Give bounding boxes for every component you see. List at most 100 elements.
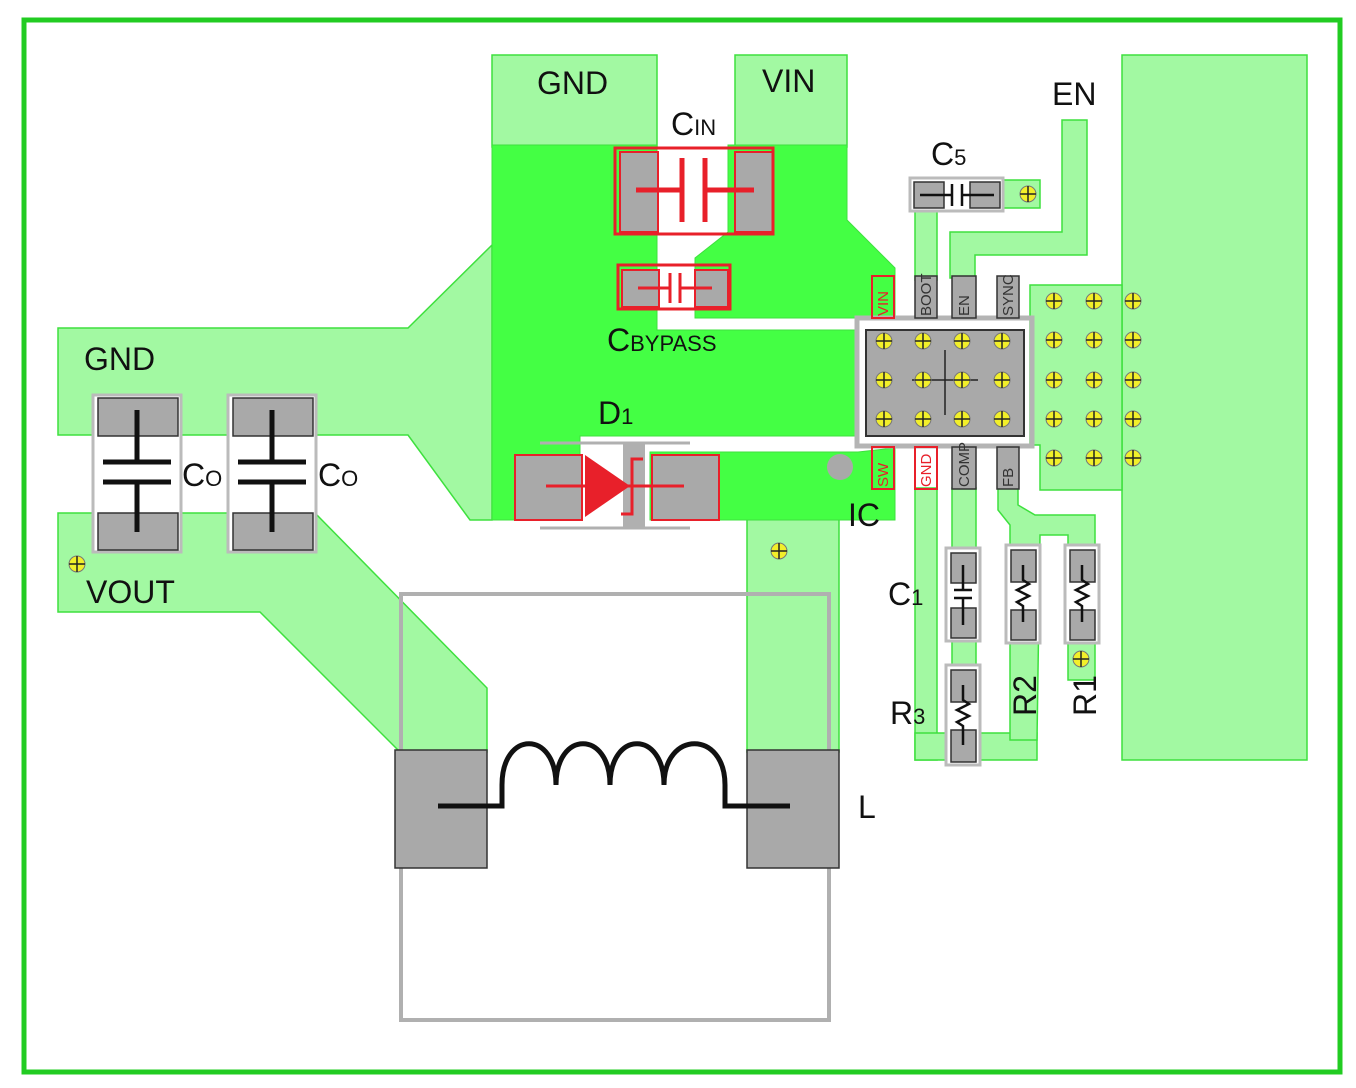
via-icon [875,371,893,389]
via-icon [875,410,893,428]
via-icon [914,332,932,350]
ic-pins-top: VIN BOOT EN SYNC [871,273,1020,319]
resistor-symbol-icon [954,685,972,745]
via-icon [1085,371,1103,389]
via-icon [1124,410,1142,428]
silkscreen-labels: GND VIN EN CIN C5 CBYPASS D1 GND CO CO V… [84,63,1103,825]
gnd-input-pad [491,54,658,148]
pin-label-en: EN [956,295,973,316]
label-r2: R2 [1007,675,1043,716]
inductor-coil-icon [438,741,790,809]
via-icon [1085,410,1103,428]
pin-label-boot: BOOT [918,273,935,316]
via-icon [1124,449,1142,467]
label-ic: IC [848,497,880,533]
via-icon [1045,331,1063,349]
d1-diode[interactable] [514,441,720,530]
light-copper-traces [57,54,1308,761]
via-icon [770,542,788,560]
vias [68,185,1142,668]
via-icon [953,371,971,389]
via-icon [875,332,893,350]
label-c5: C5 [931,136,966,172]
label-r1: R1 [1067,675,1103,716]
via-icon [1045,371,1063,389]
pin-label-gnd: GND [918,454,935,488]
via-icon [1124,331,1142,349]
vin-input-pad [734,54,848,148]
pin-label-comp: COMP [956,442,973,487]
pin-fb [996,446,1020,490]
label-l: L [858,789,876,825]
label-co-1: CO [182,457,222,493]
via-icon [914,410,932,428]
pin-en [951,275,977,319]
cin-capacitor[interactable] [613,146,775,236]
pin-gnd [914,446,938,490]
pin-label-fb: FB [1000,468,1017,487]
pin-label-sw: SW [875,462,892,487]
pin-sync [996,275,1020,319]
via-icon [1124,292,1142,310]
capacitor-symbol-icon [636,158,754,222]
boot-trace [914,204,938,281]
label-gnd-left: GND [84,341,155,377]
pin-comp [951,446,977,490]
label-vout: VOUT [86,574,175,610]
pin-sw [871,446,895,490]
label-vin-top: VIN [762,63,815,99]
gnd-right-plane [1121,54,1308,761]
label-co-2: CO [318,457,358,493]
cbypass-capacitor[interactable] [616,263,732,311]
sw-trace [746,517,840,753]
resistor-symbol-icon [1014,565,1032,622]
resistor-symbol-icon [1073,565,1091,622]
via-icon [1072,650,1090,668]
label-cbypass: CBYPASS [607,322,717,358]
via-icon [953,332,971,350]
via-icon [1124,371,1142,389]
via-icon [1085,331,1103,349]
pin-label-sync: SYNC [1000,274,1017,316]
via-icon [953,410,971,428]
test-point [827,454,853,480]
pin-label-vin: VIN [875,291,892,316]
c1-capacitor[interactable] [944,546,982,643]
r2-resistor[interactable] [1004,543,1042,645]
thermal-area [1029,284,1123,491]
label-gnd-top: GND [537,65,608,101]
capacitor-symbol-icon [920,184,994,206]
via-icon [1045,410,1063,428]
schottky-diode-icon [546,455,684,517]
bright-copper-traces [491,144,896,521]
via-icon [993,410,1011,428]
via-icon [914,371,932,389]
ic-pins-bottom: SW GND COMP FB [871,442,1020,490]
label-d1: D1 [598,395,633,431]
board-outline [21,17,1343,1075]
r3-resistor[interactable] [944,663,982,767]
co-capacitor-2[interactable] [226,393,318,554]
via-icon [1045,292,1063,310]
label-r3: R3 [890,695,925,731]
co-capacitor-1[interactable] [91,393,183,554]
via-icon [993,371,1011,389]
inductor-l[interactable] [394,592,840,1022]
label-en: EN [1052,76,1096,112]
capacitor-symbol-icon [103,410,171,532]
via-icon [1019,185,1037,203]
via-icon [68,555,86,573]
via-icon [1085,449,1103,467]
label-cin: CIN [671,106,716,142]
via-icon [1045,449,1063,467]
r1-resistor[interactable] [1063,543,1101,645]
pin-vin [871,275,895,319]
pin-boot [914,275,938,319]
capacitor-symbol-icon [954,565,972,625]
capacitor-symbol-icon [638,273,712,303]
label-c1: C1 [888,576,923,612]
c5-capacitor[interactable] [908,176,1005,213]
capacitor-symbol-icon [238,410,306,532]
via-icon [993,332,1011,350]
